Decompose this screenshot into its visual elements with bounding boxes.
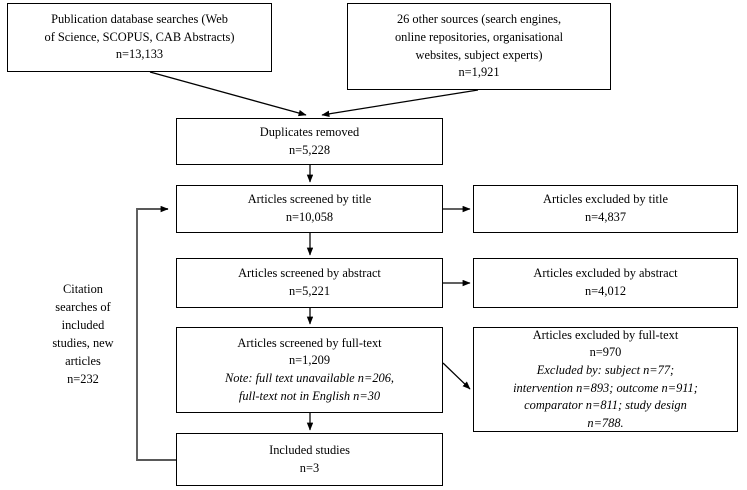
node-note-line: intervention n=893; outcome n=911; (513, 380, 698, 395)
node-line: 26 other sources (search engines, (396, 12, 562, 27)
link-citation-feedback-loop (136, 205, 176, 461)
node-line: n=4,012 (584, 284, 627, 298)
node-line: Publication database searches (Web (51, 12, 228, 27)
node-line: n=10,058 (285, 210, 334, 224)
node-line: n=5,228 (288, 142, 331, 157)
label-line: included (61, 317, 105, 332)
link-publication-db-to-duplicates (149, 71, 307, 117)
label-line: searches of (55, 299, 111, 314)
node-line: Articles screened by full-text (237, 335, 382, 350)
node-articles-screened-by-title: Articles screened by title n=10,058 (176, 185, 443, 233)
node-line: n=4,837 (584, 210, 627, 224)
label-line: articles (65, 353, 101, 368)
label-line: n=232 (67, 371, 99, 386)
node-note-line: Excluded by: subject n=77; (536, 362, 675, 377)
node-note-line: comparator n=811; study design (524, 398, 687, 413)
node-publication-database-searches: Publication database searches (Web of Sc… (7, 3, 272, 72)
label-citation-searches: Citation searches of included studies, n… (33, 281, 133, 389)
node-line: Duplicates removed (259, 124, 360, 139)
node-line: Articles screened by title (247, 192, 372, 207)
node-articles-excluded-by-title: Articles excluded by title n=4,837 (473, 185, 738, 233)
node-line: n=970 (589, 345, 622, 360)
node-line: websites, subject experts) (415, 47, 543, 62)
node-duplicates-removed: Duplicates removed n=5,228 (176, 118, 443, 165)
node-line: n=1,209 (288, 353, 331, 368)
node-line: Articles excluded by full-text (532, 327, 679, 342)
node-line: Articles excluded by abstract (533, 266, 678, 281)
node-line: n=5,221 (288, 284, 331, 298)
node-articles-screened-by-fulltext: Articles screened by full-text n=1,209 N… (176, 327, 443, 413)
node-articles-screened-by-abstract: Articles screened by abstract n=5,221 (176, 258, 443, 308)
node-note-line: n=788. (587, 415, 624, 430)
node-line: n=13,133 (115, 47, 164, 62)
node-line: Articles screened by abstract (238, 266, 381, 281)
node-line: online repositories, organisational (394, 29, 564, 44)
node-line: Articles excluded by title (543, 192, 668, 207)
node-line: n=1,921 (458, 65, 500, 80)
link-other-sources-to-duplicates (321, 89, 479, 117)
node-note-line: full-text not in English n=30 (238, 388, 381, 403)
node-line: of Science, SCOPUS, CAB Abstracts) (44, 29, 235, 44)
node-articles-excluded-by-abstract: Articles excluded by abstract n=4,012 (473, 258, 738, 308)
label-line: studies, new (52, 335, 114, 350)
node-included-studies: Included studies n=3 (176, 433, 443, 486)
node-note-line: Note: full text unavailable n=206, (224, 371, 395, 385)
label-line: Citation (63, 282, 103, 296)
node-articles-excluded-by-fulltext: Articles excluded by full-text n=970 Exc… (473, 327, 738, 432)
node-line: Included studies (269, 442, 350, 457)
node-line: n=3 (299, 460, 320, 475)
link-screened-fulltext-to-excluded-fulltext (442, 362, 471, 390)
node-other-sources: 26 other sources (search engines, online… (347, 3, 611, 90)
